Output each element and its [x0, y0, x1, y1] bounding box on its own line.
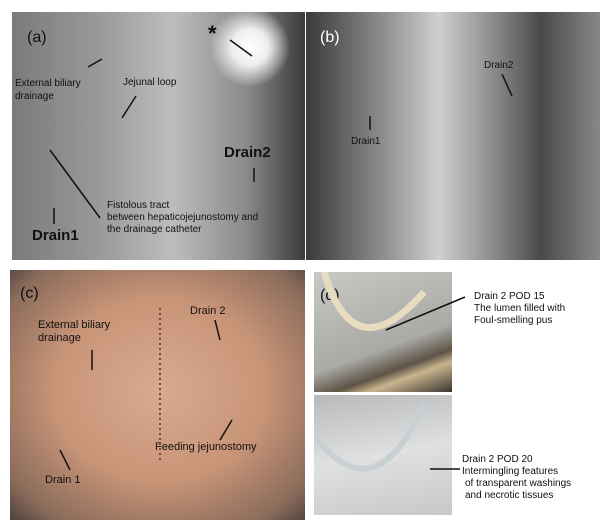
panel-label: (c) [20, 285, 39, 302]
label-drain2: Drain 2 [190, 305, 226, 317]
label-fistulous: between hepaticojejunostomy and [107, 212, 259, 223]
caption-pod15: The lumen filled with [474, 303, 566, 314]
label-drain1: Drain1 [32, 227, 79, 244]
arrows [59, 308, 233, 471]
caption-pod20: and necrotic tissues [465, 490, 554, 501]
label-drainage: drainage [15, 91, 54, 102]
label-feeding-jejunostomy: Feeding jejunostomy [155, 441, 257, 453]
caption-pod15: Drain 2 POD 15 [474, 291, 545, 302]
label-jejunal-loop: Jejunal loop [123, 77, 177, 88]
label-drain2: Drain2 [484, 60, 514, 71]
arrows [369, 73, 513, 130]
arrows [49, 39, 255, 224]
caption-pod20: of transparent washings [465, 478, 572, 489]
caption-pod20: Intermingling features [462, 466, 559, 477]
xray-panel-a: (a) * External biliary drainage Jejunal … [12, 12, 305, 260]
photo-panel-c: (c) External biliary drainage Drain 2 Dr… [10, 270, 305, 520]
photo-panel-d-top: (d) [314, 272, 452, 392]
xray-panel-b: (b) Drain1 Drain2 [306, 12, 600, 260]
label-drainage: drainage [38, 332, 81, 344]
panel-label: (b) [320, 29, 340, 46]
drain-tube [320, 272, 427, 332]
photo-panel-d-bottom [314, 395, 452, 515]
label-external-biliary: External biliary [38, 319, 111, 331]
label-fistulous: Fistolous tract [107, 200, 170, 211]
label-external-biliary: External biliary [15, 78, 81, 89]
label-fistulous: the drainage catheter [107, 224, 202, 235]
drain-tube [314, 403, 427, 472]
label-drain2: Drain2 [224, 144, 271, 161]
label-drain1: Drain 1 [45, 474, 81, 486]
caption-pod15: Foul-smelling pus [474, 315, 553, 326]
label-drain1: Drain1 [351, 136, 381, 147]
panel-label: (a) [27, 29, 47, 46]
asterisk: * [208, 21, 217, 46]
caption-pod20: Drain 2 POD 20 [462, 454, 533, 465]
